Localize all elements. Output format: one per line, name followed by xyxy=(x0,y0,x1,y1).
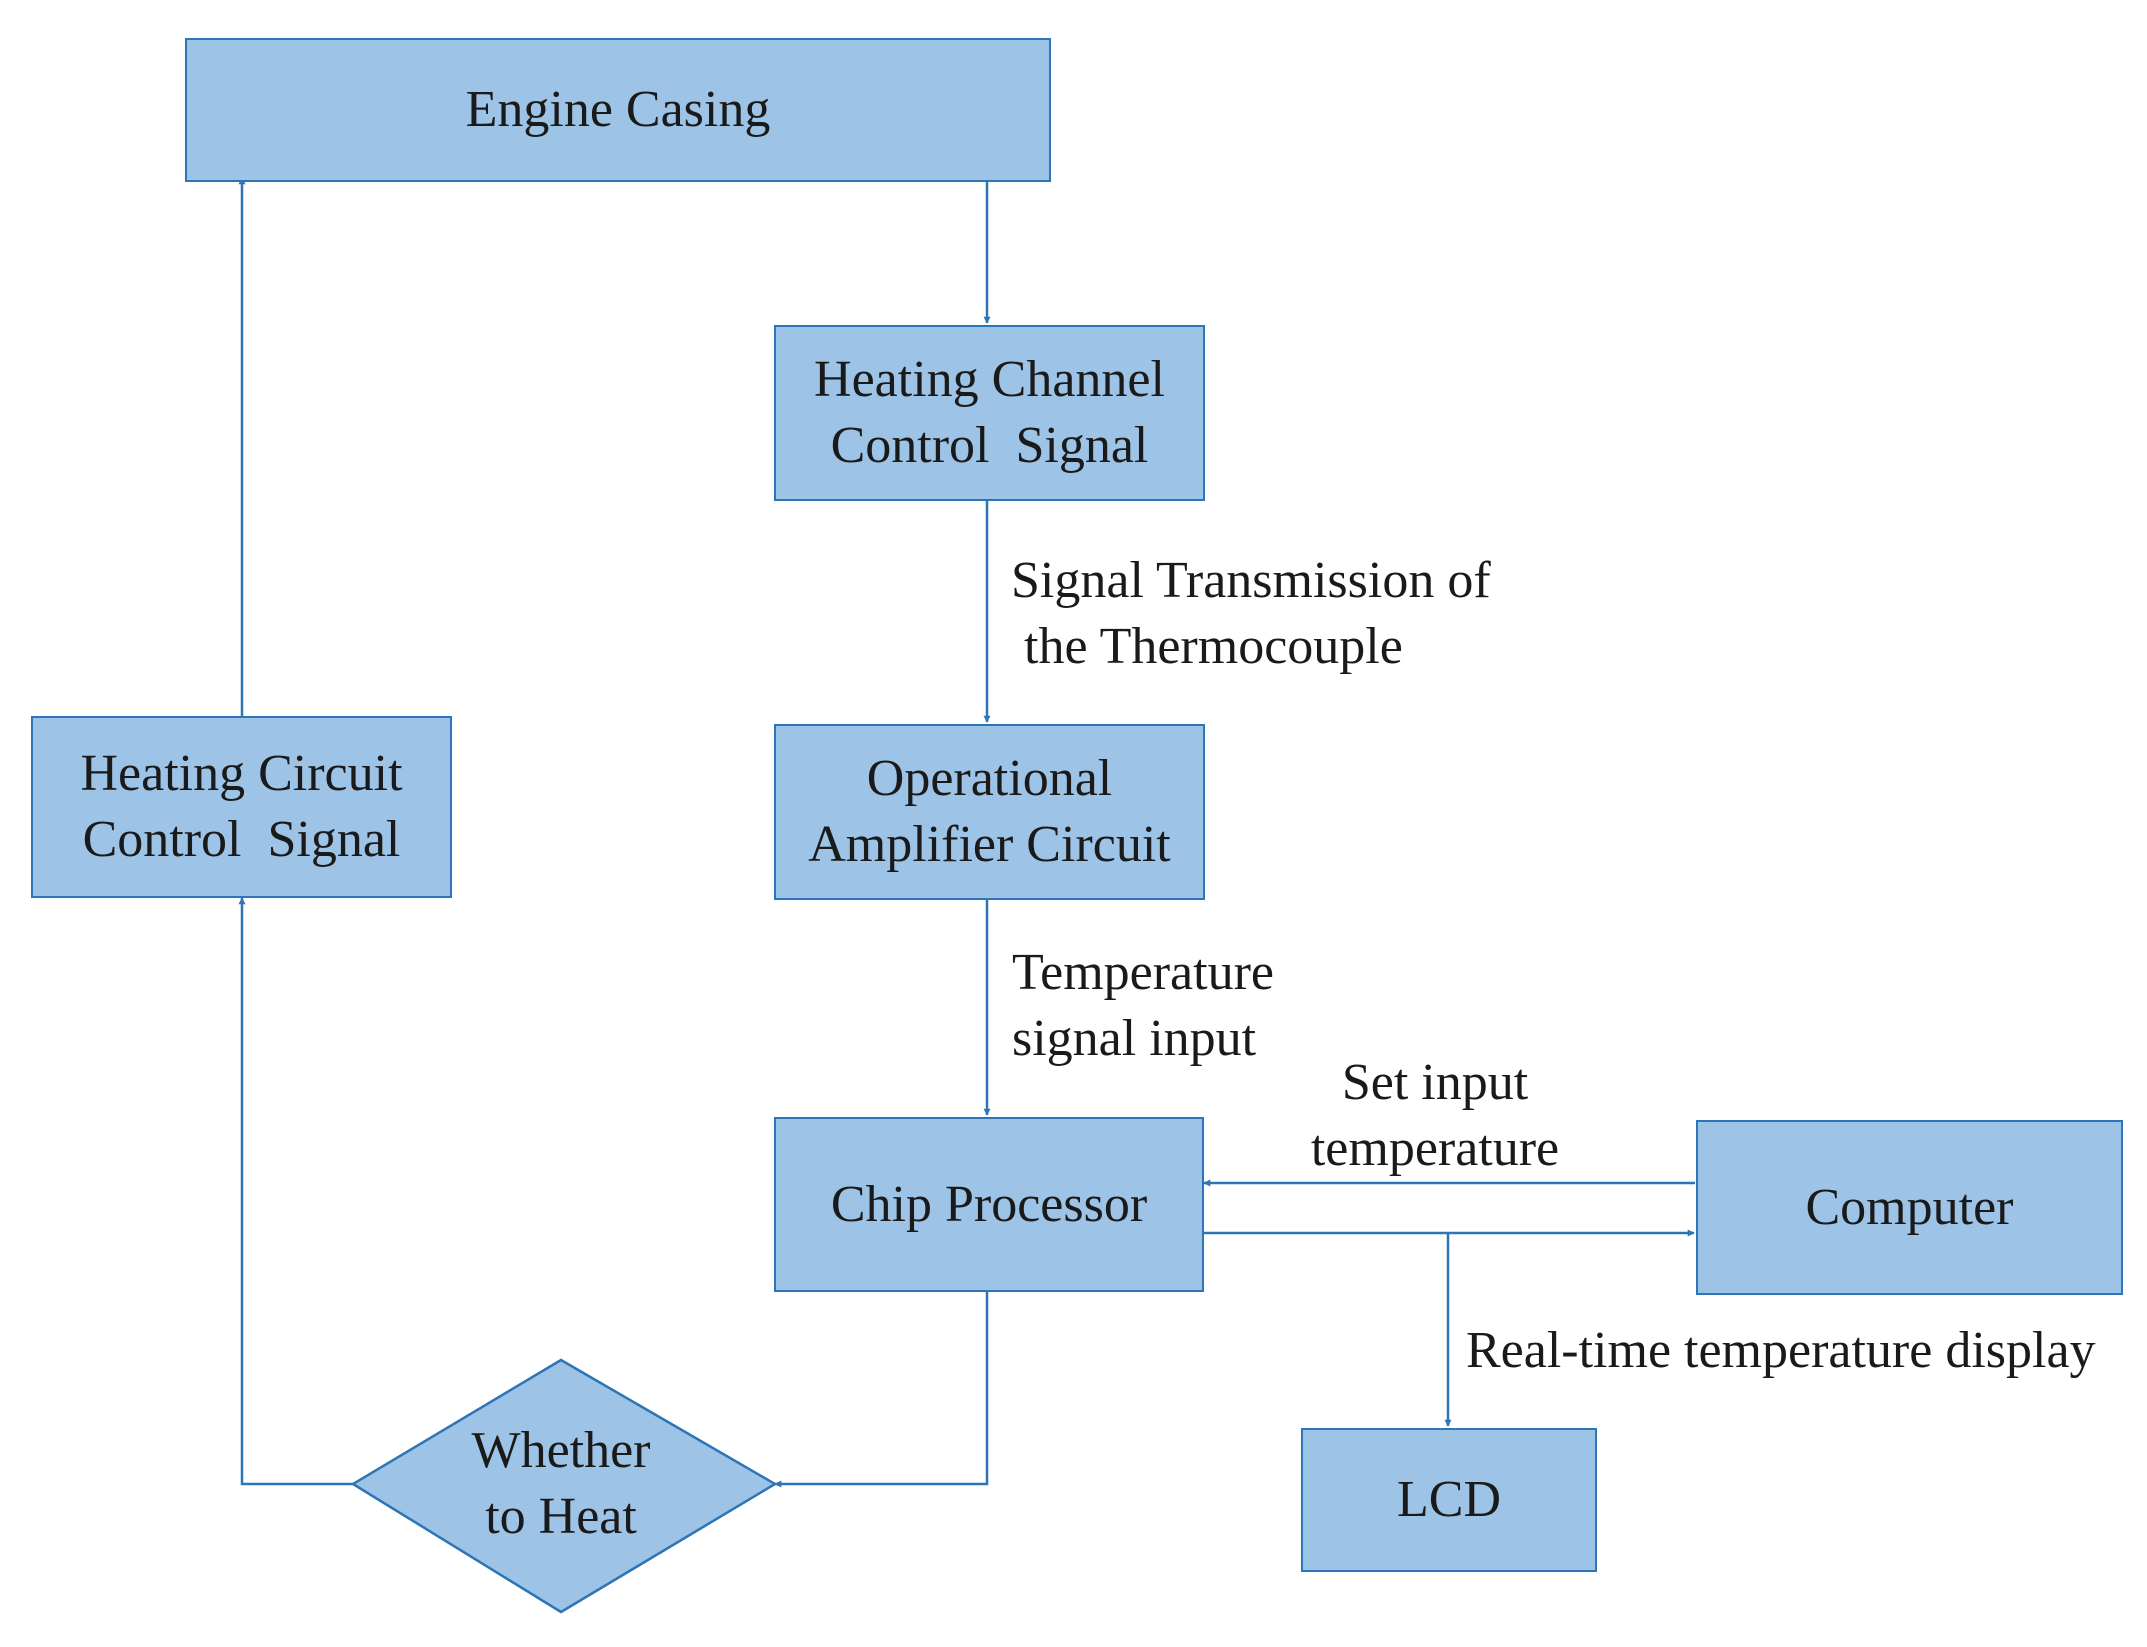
chip-processor-box: Chip Processor xyxy=(774,1117,1204,1292)
temperature-signal-input-label: Temperature signal input xyxy=(1012,940,1274,1072)
engine-casing-box: Engine Casing xyxy=(185,38,1051,182)
heating-channel-label-line-1: Heating Channel xyxy=(814,351,1165,408)
computer-box: Computer xyxy=(1696,1120,2123,1295)
chip-processor-label: Chip Processor xyxy=(830,1175,1148,1233)
heating-circuit-control-signal-box: Heating Circuit Control Signal xyxy=(31,716,452,898)
whether-to-heat-decision: Whether to Heat xyxy=(413,1414,709,1554)
temperature-input-label-line-2: signal input xyxy=(1012,1010,1257,1067)
decision-label-line-2: to Heat xyxy=(485,1488,637,1545)
heating-channel-control-signal-box: Heating Channel Control Signal xyxy=(774,325,1205,501)
arrow-chip-to-decision xyxy=(774,1292,989,1488)
arrow-decision-to-heating-circuit xyxy=(238,897,353,1486)
engine-casing-label: Engine Casing xyxy=(465,81,771,138)
lcd-label: LCD xyxy=(1397,1471,1501,1528)
real-time-temperature-display-label: Real-time temperature display xyxy=(1466,1318,2096,1384)
operational-amplifier-circuit-box: Operational Amplifier Circuit xyxy=(774,724,1205,900)
decision-diamond-shape xyxy=(350,1358,778,1614)
thermocouple-label-line-2: the Thermocouple xyxy=(1011,618,1403,675)
heating-channel-label-line-2: Control Signal xyxy=(830,417,1149,474)
decision-label-line-1: Whether xyxy=(471,1422,651,1479)
op-amp-label-line-1: Operational xyxy=(866,750,1113,807)
set-input-label-line-1: Set input xyxy=(1341,1054,1529,1111)
op-amp-label-line-2: Amplifier Circuit xyxy=(808,816,1171,873)
thermocouple-label-line-1: Signal Transmission of xyxy=(1011,552,1491,609)
set-input-label-line-2: temperature xyxy=(1310,1120,1560,1177)
heating-circuit-label-line-1: Heating Circuit xyxy=(80,745,403,802)
computer-label: Computer xyxy=(1805,1178,2014,1236)
lcd-box: LCD xyxy=(1301,1428,1597,1572)
heating-circuit-label-line-2: Control Signal xyxy=(82,811,401,868)
thermocouple-signal-label: Signal Transmission of the Thermocouple xyxy=(1011,548,1491,680)
temperature-input-label-line-1: Temperature xyxy=(1012,944,1274,1001)
set-input-temperature-label: Set input temperature xyxy=(1290,1050,1580,1182)
realtime-label: Real-time temperature display xyxy=(1466,1322,2096,1379)
